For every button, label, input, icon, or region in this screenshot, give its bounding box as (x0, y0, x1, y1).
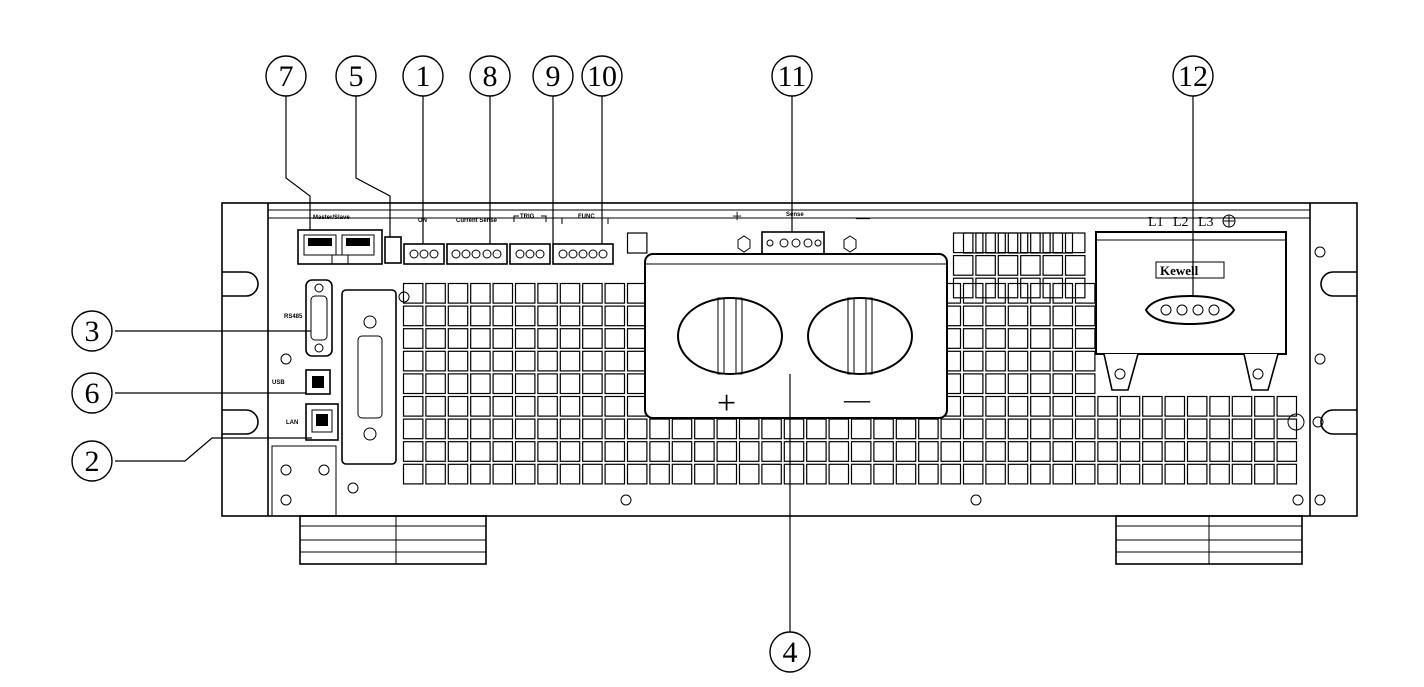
callout-c4: 4 (769, 631, 811, 673)
callout-c5: 5 (335, 55, 377, 97)
callout-c7: 7 (265, 55, 307, 97)
lan-label: LAN (286, 420, 298, 426)
callout-c2: 2 (71, 440, 113, 482)
ventilation-grid (402, 232, 1298, 485)
callout-number: 11 (778, 60, 807, 93)
leader-lines (115, 96, 1194, 632)
func-terminal[interactable] (552, 243, 614, 265)
output-minus-label: — (843, 385, 871, 414)
l3-label: L3 (1198, 215, 1214, 230)
sense-minus-label: — (855, 211, 871, 226)
callout-c8: 8 (469, 55, 511, 97)
rs485-label: RS485 (284, 314, 303, 320)
left-interfaces: RS485 USB LAN (272, 279, 410, 506)
screws (620, 246, 1326, 506)
dip-switch[interactable] (384, 236, 402, 264)
callout-c3: 3 (71, 310, 113, 352)
current-sense-label: Current Sense (456, 218, 498, 224)
lan-port[interactable] (305, 403, 339, 441)
callout-c12: 12 (1172, 55, 1214, 97)
callout-number: 7 (279, 60, 294, 93)
gpib-port[interactable] (341, 289, 397, 465)
callout-c1: 1 (402, 55, 444, 97)
l1-label: L1 (1148, 215, 1164, 230)
callout-c9: 9 (532, 55, 574, 97)
callout-c10: 10 (581, 55, 623, 97)
sense-plus-label: + (732, 206, 742, 226)
output-plus-label: + (717, 385, 736, 422)
ac-input[interactable]: L1 L2 L3 Kewell (1095, 214, 1287, 391)
l2-label: L2 (1173, 215, 1189, 230)
callout-number: 9 (546, 60, 561, 93)
callout-number: 6 (85, 377, 100, 410)
output-terminals[interactable]: + — (644, 253, 948, 422)
callout-c6: 6 (71, 372, 113, 414)
callout-c11: 11 (771, 55, 813, 97)
connector-strip: Master/Slave ON Current Sense TRIG FUNC … (297, 206, 871, 265)
on-terminal[interactable] (403, 243, 445, 265)
feet (299, 515, 1303, 565)
rs485-port[interactable] (305, 279, 333, 357)
master-slave-label: Master/Slave (313, 215, 350, 221)
callout-number: 12 (1178, 60, 1208, 93)
brand-logo: Kewell (1160, 263, 1199, 278)
callout-number: 4 (783, 636, 798, 669)
func-label: FUNC (578, 214, 595, 220)
callout-number: 1 (416, 60, 431, 93)
callout-number: 3 (85, 315, 100, 348)
callout-number: 10 (587, 60, 617, 93)
usb-label: USB (272, 380, 285, 386)
callout-number: 2 (85, 445, 100, 478)
current-sense-terminal[interactable] (446, 243, 508, 265)
callout-number: 8 (483, 60, 498, 93)
usb-port[interactable] (305, 369, 331, 395)
sense-label: Sense (786, 212, 804, 218)
trig-label: TRIG (520, 214, 535, 220)
trig-terminal[interactable] (509, 243, 551, 265)
callout-number: 5 (349, 60, 364, 93)
